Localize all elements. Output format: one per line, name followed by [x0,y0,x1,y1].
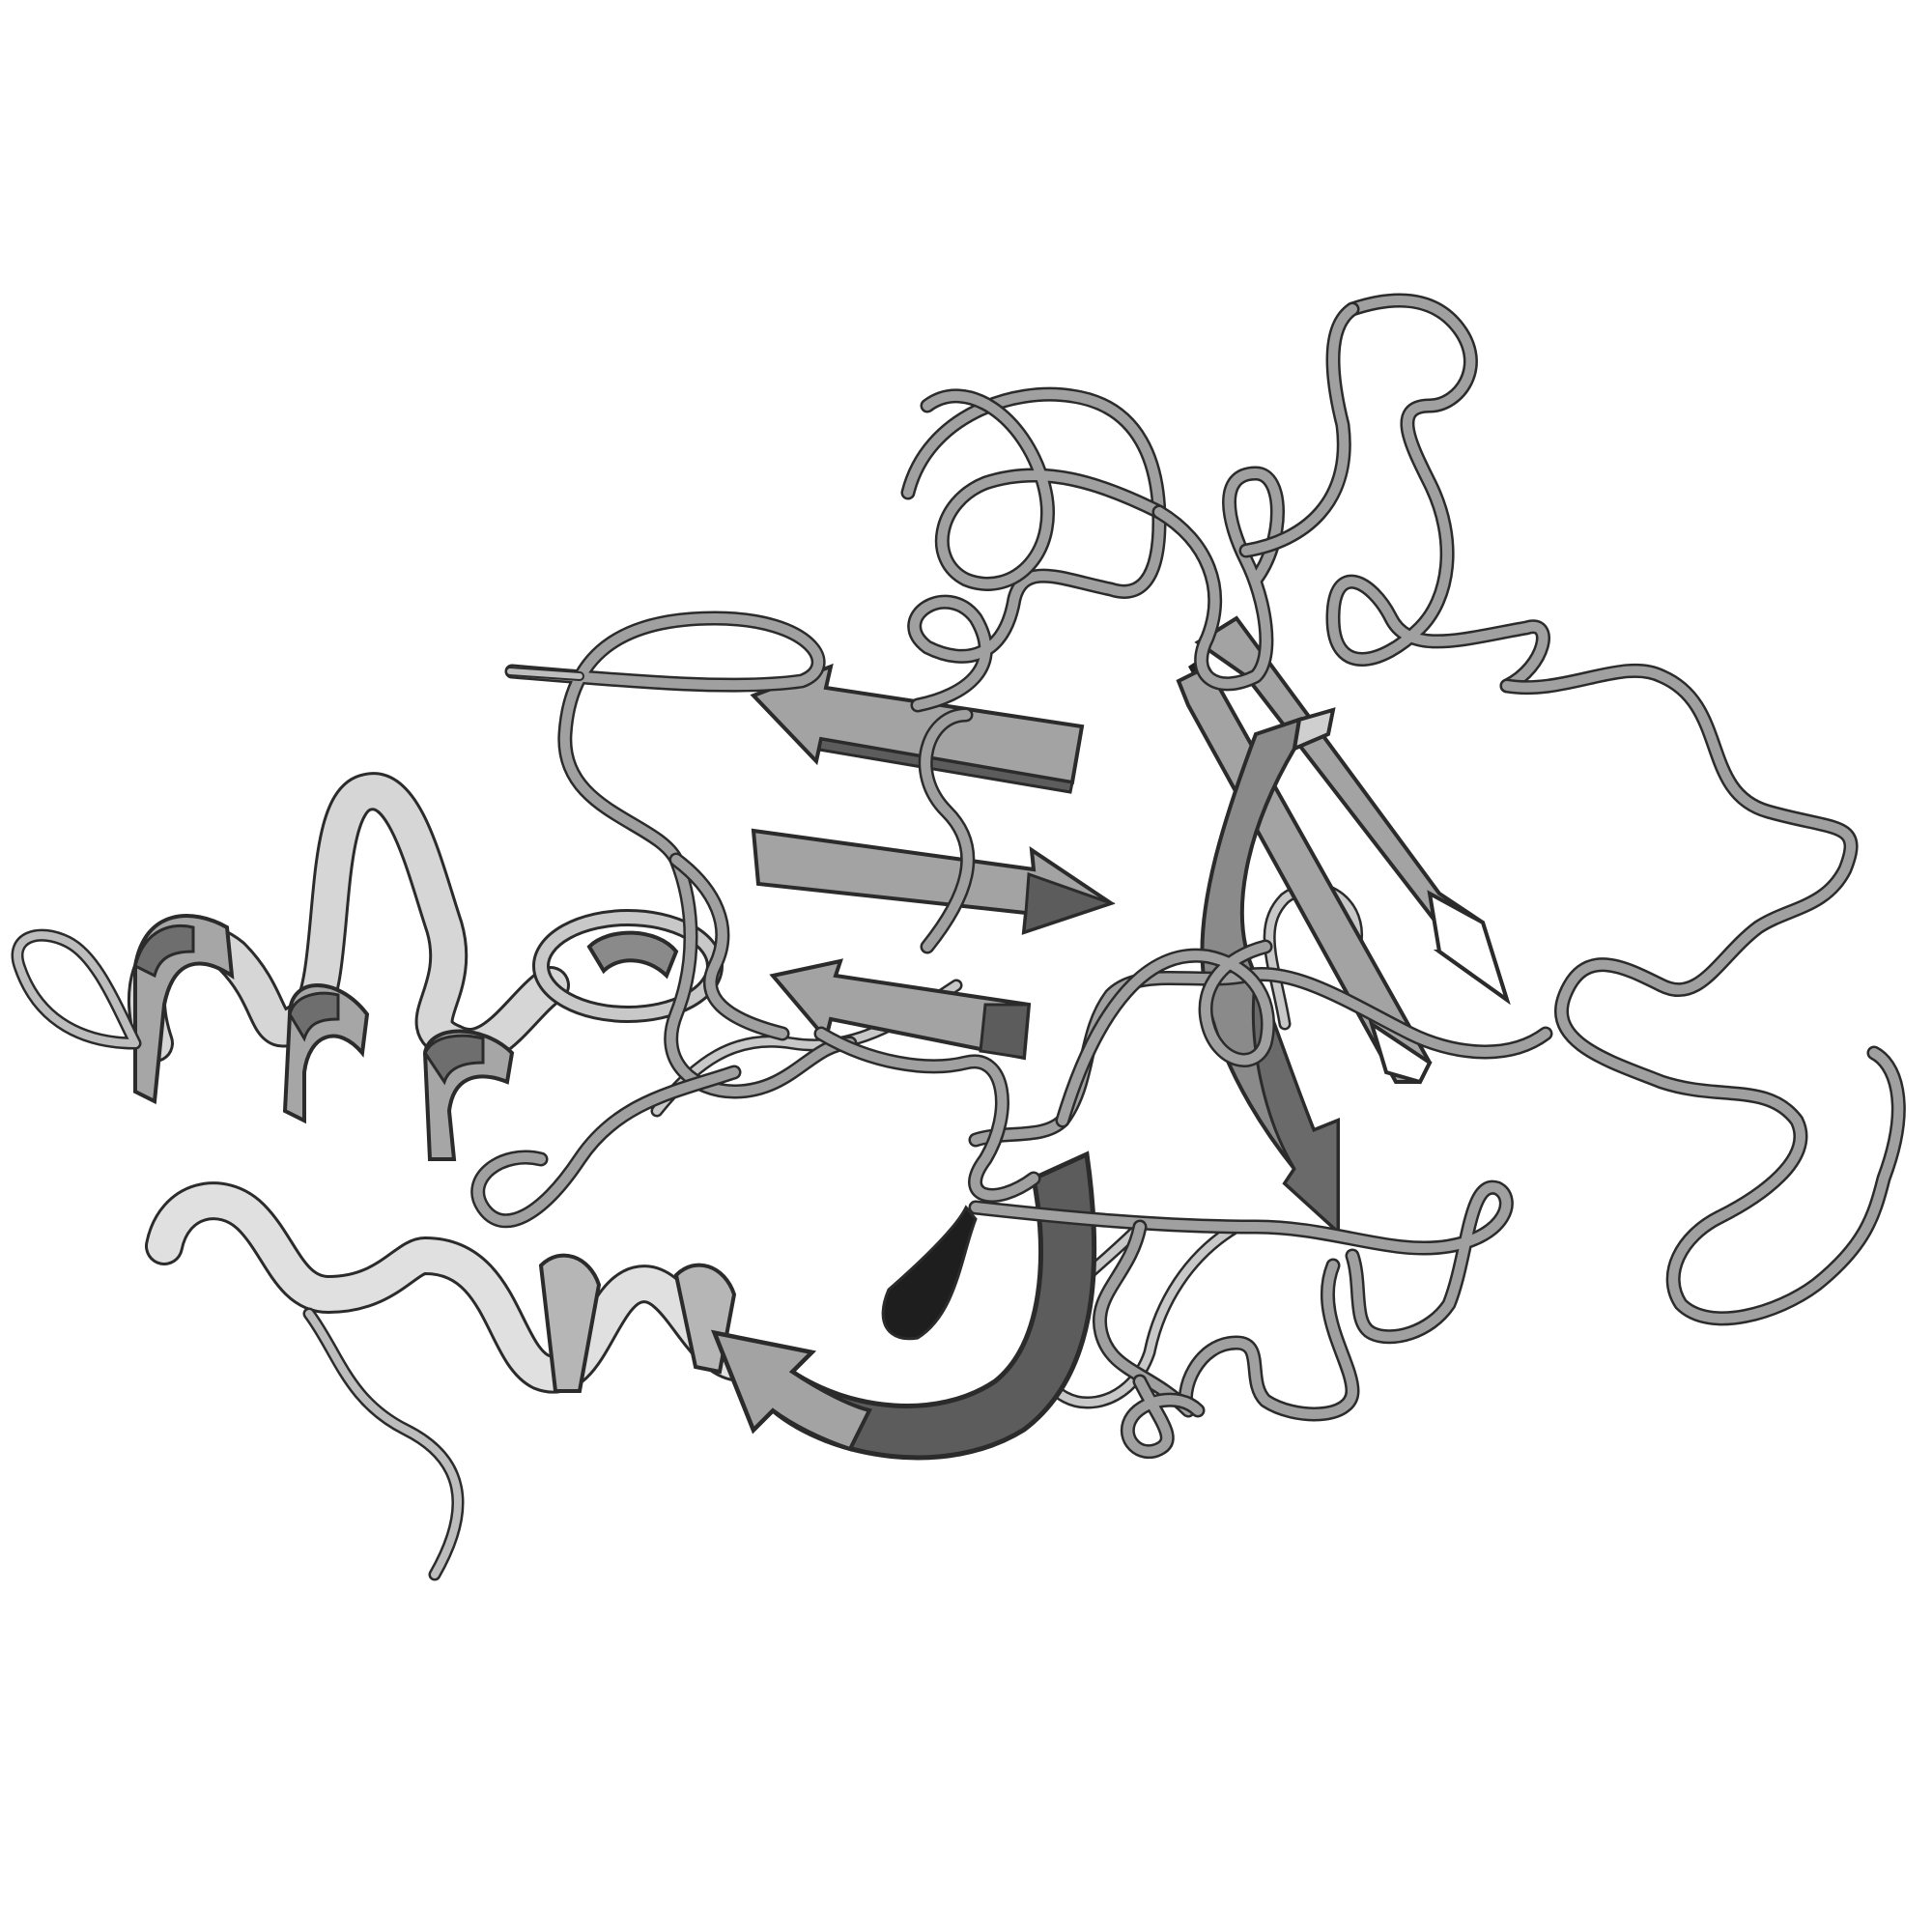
beta-strand-curved [710,1151,1097,1461]
helix-turn-dark [133,923,195,979]
beta-sheet-right [1176,615,1511,1236]
coil-network [470,293,1906,1460]
helix-lower-left [145,1181,753,1581]
helix-turn [538,1253,602,1393]
helix-upper-left [11,772,570,1161]
beta-sheet-central [750,663,1116,1061]
beta-strand-arrow [750,663,1085,785]
helix-turn-dark [288,991,340,1042]
n-terminal-tail [505,667,584,681]
helix-turn-dark [423,1034,485,1086]
